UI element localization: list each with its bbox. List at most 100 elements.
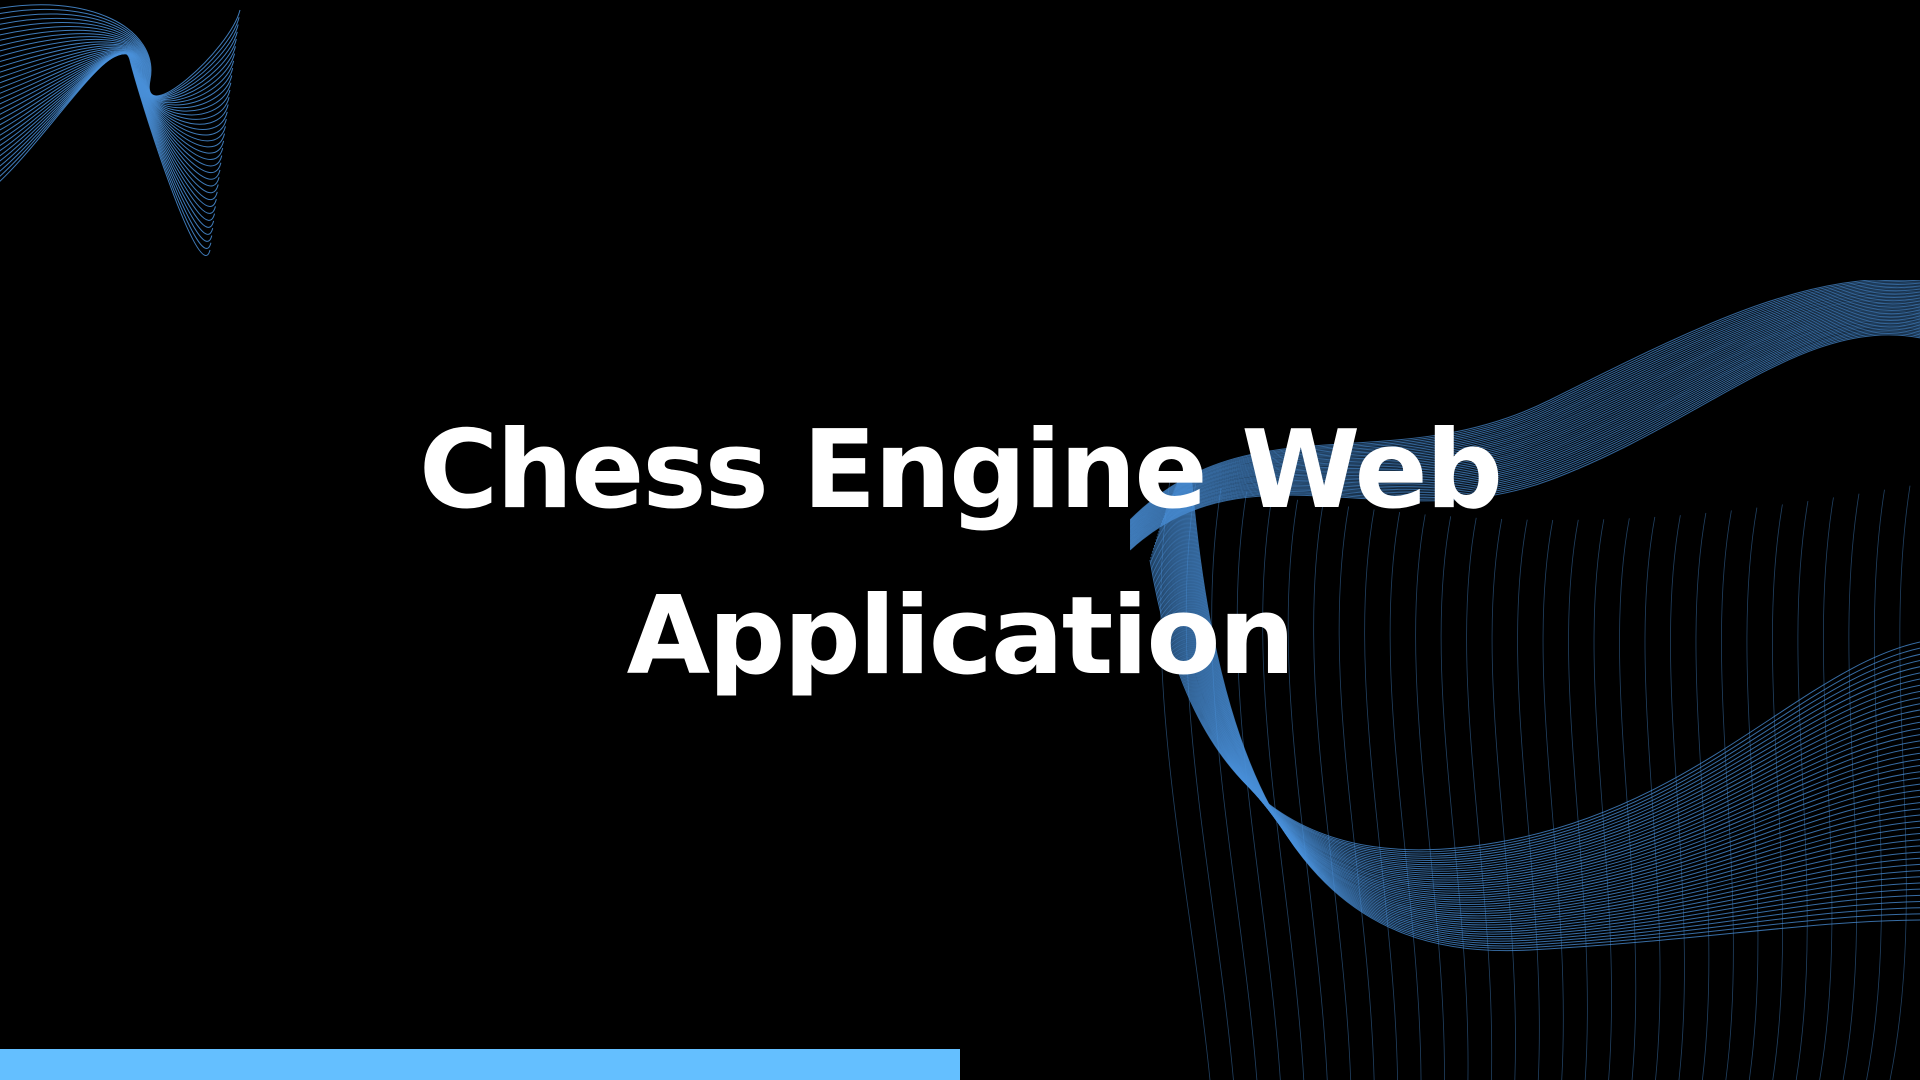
wave-line xyxy=(1130,294,1920,529)
wave-line xyxy=(1187,462,1920,947)
wave-line xyxy=(1130,302,1920,534)
wave-line xyxy=(1173,490,1920,910)
wave-mesh-line xyxy=(1236,492,1281,1080)
wave-line xyxy=(1153,544,1920,861)
wave-line xyxy=(1130,330,1920,549)
wave-mesh-line xyxy=(1160,479,1211,1080)
wave-line xyxy=(1157,533,1920,870)
wave-mesh-line xyxy=(1593,519,1612,1080)
wave-mesh-line xyxy=(1338,506,1375,1080)
wave-line xyxy=(1174,488,1920,912)
wave-line xyxy=(1130,323,1920,545)
wave-line xyxy=(0,53,220,187)
wave-mesh-line xyxy=(1389,512,1422,1080)
wave-mesh-line xyxy=(1542,519,1564,1080)
wave-line xyxy=(1159,528,1920,874)
wave-line xyxy=(0,53,219,194)
wave-line xyxy=(1130,292,1920,529)
wave-line xyxy=(0,48,228,130)
wave-line xyxy=(1185,467,1920,940)
wave-mesh-line xyxy=(1746,507,1759,1080)
wave-line xyxy=(1181,473,1920,931)
wave-line xyxy=(1130,289,1920,527)
wave-line xyxy=(1160,525,1920,877)
wave-line xyxy=(1188,461,1920,949)
wave-line xyxy=(1130,308,1920,537)
wave-line xyxy=(1176,484,1920,917)
wave-line xyxy=(1167,505,1920,894)
wave-line xyxy=(1130,307,1920,536)
wave-line xyxy=(1130,304,1920,535)
wave-line xyxy=(1130,324,1920,545)
wave-line xyxy=(0,22,237,99)
wave-line xyxy=(1130,315,1920,541)
wave-line xyxy=(1130,331,1920,549)
wave-line xyxy=(1186,464,1920,945)
wave-line xyxy=(1130,333,1920,550)
wave-line xyxy=(1179,477,1920,926)
wave-line xyxy=(0,41,232,112)
wave-line xyxy=(1152,550,1920,857)
wave-line xyxy=(1154,541,1920,864)
wave-line xyxy=(1164,512,1920,888)
accent-bar xyxy=(0,1049,960,1080)
wave-line xyxy=(0,53,216,214)
wave-mesh-line xyxy=(1364,509,1398,1080)
wave-mesh-line xyxy=(1795,501,1809,1080)
wave-line xyxy=(1177,482,1920,919)
wave-line xyxy=(1130,285,1920,525)
wave-mesh-line xyxy=(1619,518,1637,1080)
wave-line xyxy=(1171,494,1920,905)
wave-line xyxy=(1130,286,1920,525)
wave-line xyxy=(1130,282,1920,523)
wave-line xyxy=(1130,295,1920,530)
wave-line xyxy=(1130,301,1920,533)
wave-line xyxy=(0,51,224,160)
wave-line xyxy=(1180,475,1920,928)
wave-line xyxy=(1130,298,1920,532)
slide-title: Chess Engine Web Application xyxy=(360,388,1560,720)
wave-line xyxy=(0,8,240,97)
wave-line xyxy=(1169,501,1920,899)
slide-title-line-2: Application xyxy=(626,574,1296,699)
wave-mesh-line xyxy=(1695,512,1710,1080)
wave-mesh-line xyxy=(1185,484,1234,1080)
wave-mesh-line xyxy=(1491,518,1516,1080)
wave-line xyxy=(1130,297,1920,531)
wave-line xyxy=(1130,325,1920,546)
wave-mesh-line xyxy=(1287,499,1328,1080)
wave-line xyxy=(1185,465,1920,942)
wave-line xyxy=(1130,328,1920,548)
wave-mesh-line xyxy=(1517,519,1540,1080)
wave-mesh-line xyxy=(1866,489,1885,1080)
wave-mesh-line xyxy=(1772,504,1783,1080)
wave-line xyxy=(1130,318,1920,542)
wave-line xyxy=(1130,321,1920,544)
wave-mesh-line xyxy=(1211,488,1258,1080)
wave-line xyxy=(1161,522,1920,879)
wave-line xyxy=(0,51,225,154)
wave-line xyxy=(1169,498,1920,901)
wave-line xyxy=(1130,288,1920,526)
wave-line xyxy=(1130,280,1878,521)
wave-line xyxy=(1168,503,1920,897)
wave-line xyxy=(1130,280,1920,522)
wave-line xyxy=(1130,317,1920,542)
wave-line xyxy=(1130,284,1920,524)
wave-line xyxy=(1130,334,1920,551)
wave-decoration-top-left xyxy=(0,4,241,256)
wave-line xyxy=(1130,310,1920,538)
wave-line xyxy=(1130,312,1920,539)
wave-mesh-line xyxy=(1819,497,1834,1080)
wave-line xyxy=(1130,311,1920,539)
wave-line xyxy=(0,13,239,98)
wave-line xyxy=(1130,320,1920,543)
wave-line xyxy=(0,52,223,167)
wave-line xyxy=(1149,559,1920,851)
wave-line xyxy=(0,33,235,104)
wave-line xyxy=(0,46,229,125)
wave-line xyxy=(0,52,222,173)
wave-mesh-line xyxy=(1842,493,1860,1080)
wave-line xyxy=(1162,517,1920,883)
wave-line xyxy=(0,45,230,120)
